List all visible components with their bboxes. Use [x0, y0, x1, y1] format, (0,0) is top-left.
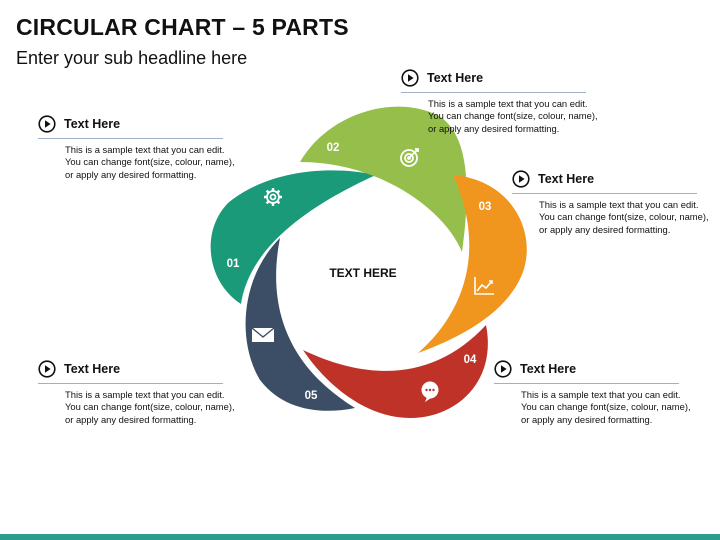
envelope-icon [251, 327, 275, 342]
segment-02 [300, 106, 467, 252]
segment-01 [210, 170, 376, 304]
block-heading: Text Here [538, 172, 595, 186]
segment-04 [303, 325, 488, 418]
divider [38, 383, 223, 384]
block-heading: Text Here [64, 362, 121, 376]
block-text: This is a sample text that you can edit.… [428, 98, 598, 134]
target-icon [400, 148, 419, 167]
segment-05 [245, 238, 355, 411]
segment-03-number: 03 [479, 201, 492, 213]
divider [494, 383, 679, 384]
play-icon [512, 170, 530, 188]
page-subtitle: Enter your sub headline here [16, 48, 248, 68]
play-icon [38, 115, 56, 133]
block-text: This is a sample text that you can edit.… [65, 389, 235, 425]
block-text: This is a sample text that you can edit.… [65, 144, 235, 180]
page-title: CIRCULAR CHART – 5 PARTS [16, 14, 349, 40]
text-block-04: Text Here This is a sample text that you… [494, 358, 691, 426]
block-text: This is a sample text that you can edit.… [521, 389, 691, 425]
block-heading: Text Here [64, 117, 121, 131]
text-block-02: Text Here This is a sample text that you… [401, 67, 598, 135]
divider [401, 92, 586, 93]
play-icon [494, 360, 512, 378]
block-heading: Text Here [427, 71, 484, 85]
text-block-03: Text Here This is a sample text that you… [512, 168, 709, 236]
gear-icon [264, 188, 282, 206]
block-heading: Text Here [520, 362, 577, 376]
footer-bar [0, 534, 720, 540]
divider [38, 138, 223, 139]
play-icon [38, 360, 56, 378]
chat-icon [421, 381, 439, 402]
segment-01-number: 01 [227, 258, 240, 270]
play-icon [401, 69, 419, 87]
segment-04-number: 04 [464, 354, 477, 366]
segment-02-number: 02 [327, 142, 340, 154]
line-chart-icon [474, 277, 494, 295]
divider [512, 193, 697, 194]
segment-03 [418, 175, 527, 353]
center-label: TEXT HERE [329, 266, 396, 280]
text-block-01: Text Here This is a sample text that you… [38, 113, 235, 181]
text-block-05: Text Here This is a sample text that you… [38, 358, 235, 426]
block-text: This is a sample text that you can edit.… [539, 199, 709, 235]
segment-05-number: 05 [305, 390, 318, 402]
